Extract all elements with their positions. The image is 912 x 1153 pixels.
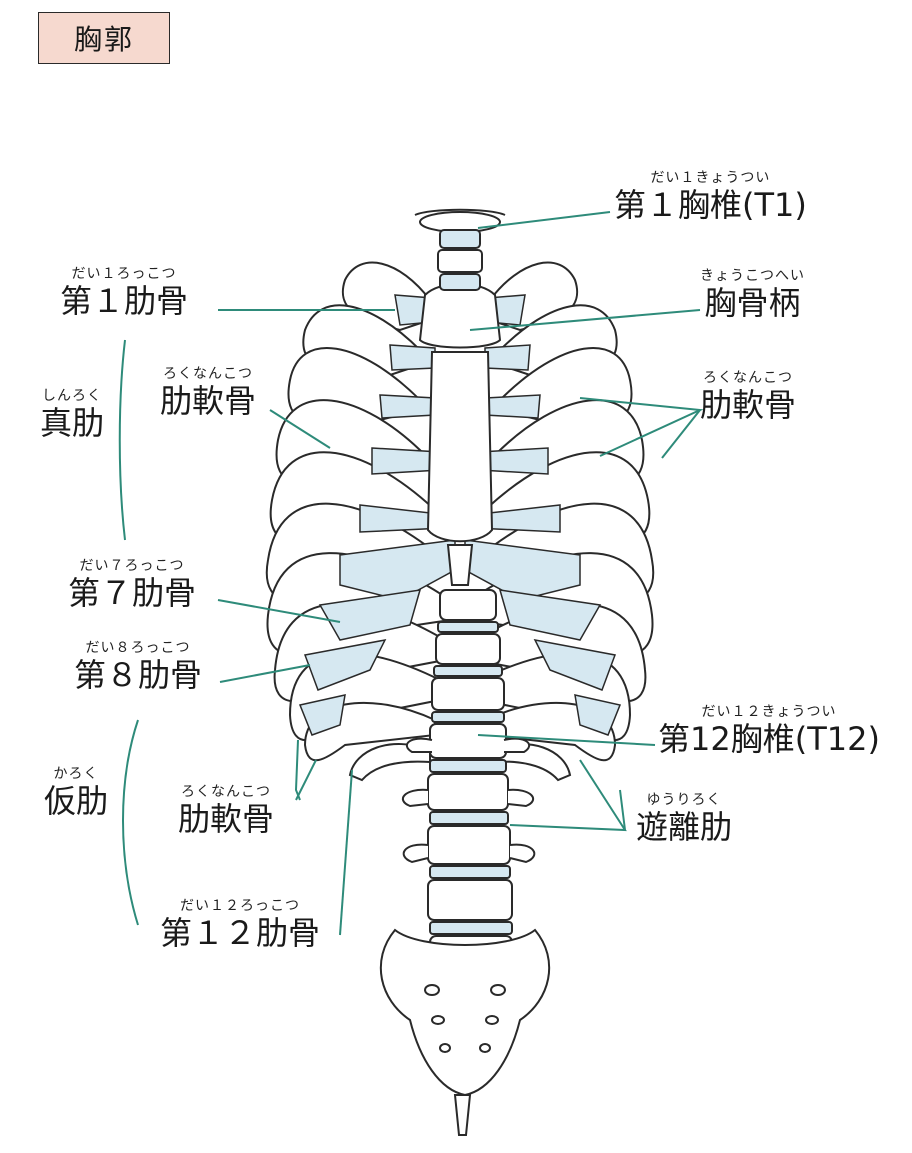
label-rib1-text: 第１肋骨: [60, 282, 189, 320]
label-rib7: だい７ろっこつ 第７肋骨: [68, 558, 196, 612]
label-true-ribs: しんろく 真肋: [40, 388, 104, 442]
label-manubrium-text: 胸骨柄: [704, 284, 801, 322]
label-rib8-text: 第８肋骨: [74, 656, 203, 694]
label-cartilage-left: ろくなんこつ 肋軟骨: [160, 366, 256, 420]
label-cartilage-left-ruby: ろくなんこつ: [163, 366, 253, 382]
manubrium-shape: [418, 282, 502, 349]
label-t1-text: 第１胸椎(T1): [614, 186, 807, 224]
label-cartilage-right-text: 肋軟骨: [700, 386, 797, 424]
label-floating-ribs: ゆうりろく 遊離肋: [636, 792, 732, 846]
label-t12-text: 第12胸椎(T12): [658, 720, 880, 758]
label-t12: だい１２きょうつい 第12胸椎(T12): [658, 704, 880, 758]
label-t1-ruby: だい１きょうつい: [650, 170, 771, 186]
figure-title: 胸郭: [38, 12, 170, 64]
label-cartilage-right-ruby: ろくなんこつ: [703, 370, 793, 386]
upper-vertebrae: [414, 208, 506, 291]
label-rib12: だい１２ろっこつ 第１２肋骨: [160, 898, 320, 952]
label-cartilage-lower-text: 肋軟骨: [178, 800, 275, 838]
label-rib1-ruby: だい１ろっこつ: [71, 266, 177, 282]
xiphoid-shape: [446, 544, 474, 586]
label-floating-ribs-ruby: ゆうりろく: [646, 792, 722, 808]
label-rib1: だい１ろっこつ 第１肋骨: [60, 266, 188, 320]
label-true-ribs-ruby: しんろく: [42, 388, 102, 404]
label-floating-ribs-text: 遊離肋: [636, 808, 733, 846]
label-false-ribs-text: 仮肋: [44, 782, 109, 820]
sternum: [418, 282, 502, 586]
label-t1: だい１きょうつい 第１胸椎(T1): [614, 170, 807, 224]
label-cartilage-left-text: 肋軟骨: [160, 382, 257, 420]
label-rib8-ruby: だい８ろっこつ: [85, 640, 191, 656]
label-manubrium-ruby: きょうこつへい: [700, 268, 805, 284]
label-rib12-text: 第１２肋骨: [160, 914, 321, 952]
sacrum: [379, 928, 551, 1136]
label-cartilage-lower: ろくなんこつ 肋軟骨: [178, 784, 274, 838]
sternum-body-shape: [426, 351, 494, 543]
label-rib8: だい８ろっこつ 第８肋骨: [74, 640, 202, 694]
label-rib7-ruby: だい７ろっこつ: [79, 558, 185, 574]
label-manubrium: きょうこつへい 胸骨柄: [700, 268, 805, 322]
label-false-ribs-ruby: かろく: [53, 766, 99, 782]
costal-cartilage: [298, 294, 622, 736]
leader-lines: [118, 211, 704, 936]
label-false-ribs: かろく 仮肋: [44, 766, 108, 820]
label-rib7-text: 第７肋骨: [68, 574, 197, 612]
label-cartilage-right: ろくなんこつ 肋軟骨: [700, 370, 796, 424]
label-t12-ruby: だい１２きょうつい: [701, 704, 837, 720]
label-cartilage-lower-ruby: ろくなんこつ: [181, 784, 271, 800]
label-rib12-ruby: だい１２ろっこつ: [180, 898, 300, 914]
label-true-ribs-text: 真肋: [40, 404, 105, 442]
